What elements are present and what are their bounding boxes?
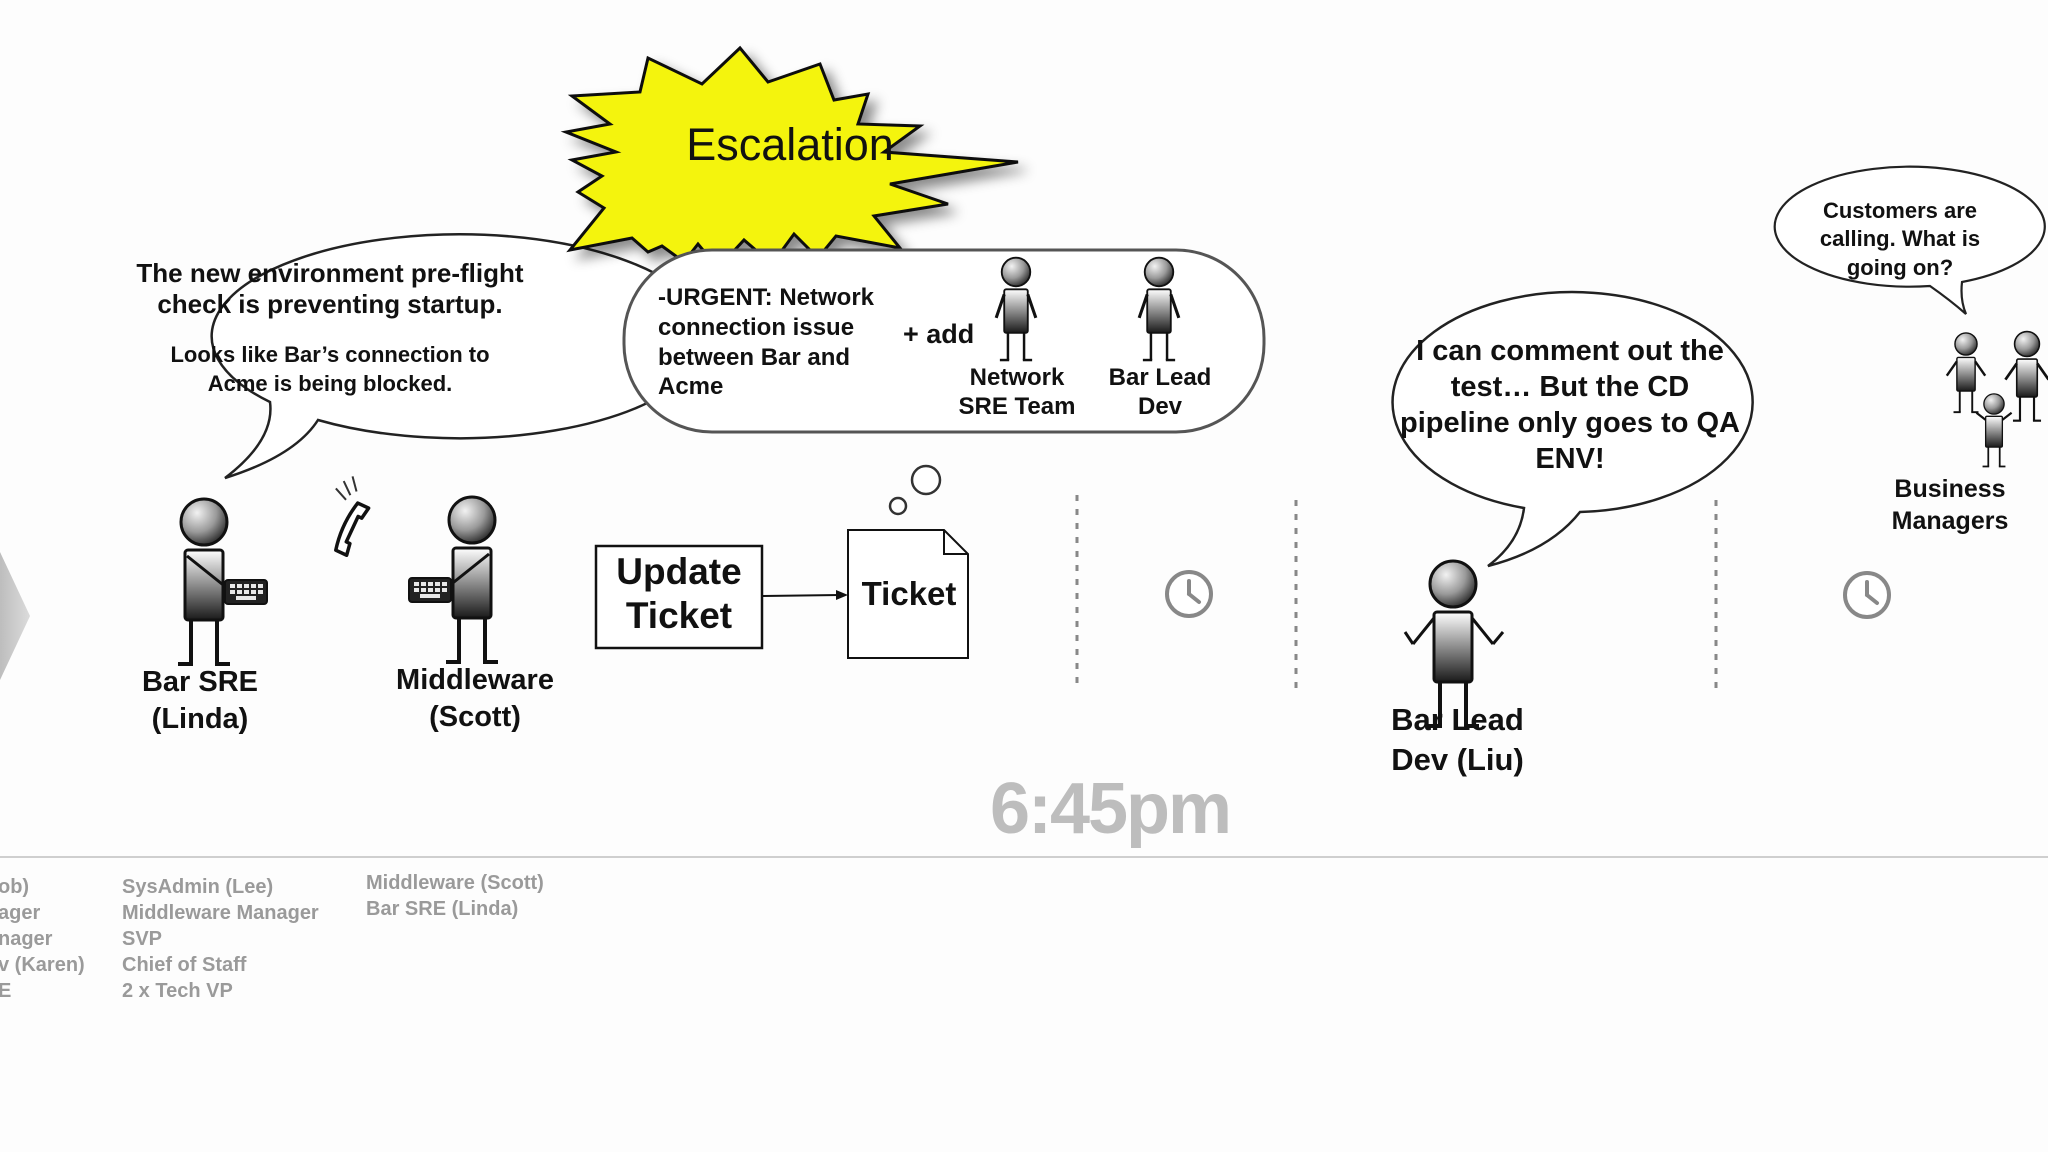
- network-sre-figure: [994, 256, 1038, 362]
- clock-icon: [1165, 570, 1213, 618]
- add-label: + add: [903, 319, 975, 349]
- left-arrow-icon: [0, 552, 30, 680]
- speech-bubble-customers: [1773, 165, 2046, 315]
- arrow-head: [836, 590, 848, 600]
- thought-bubble-icon: [888, 464, 942, 516]
- ticket-label: Ticket: [861, 575, 957, 612]
- escalation-label: Escalation: [686, 119, 894, 170]
- linda-bubble-detail: Looks like Bar’s connection to Acme is b…: [170, 342, 490, 397]
- linda-label: Bar SRE (Linda): [141, 666, 259, 736]
- roster-column-1: ob) ager nager v (Karen) E: [0, 874, 85, 1004]
- roster-item: E: [0, 980, 12, 1002]
- roster-item: nager: [0, 928, 53, 950]
- speech-bubble-liu: [1391, 290, 1754, 568]
- roster-item: SysAdmin (Lee): [122, 876, 274, 898]
- ticket-fold: [943, 530, 968, 555]
- roster-item: ager: [0, 902, 41, 924]
- roster-item: Chief of Staff: [122, 954, 247, 976]
- roster-column-2: SysAdmin (Lee) Middleware Manager SVP Ch…: [122, 874, 319, 1004]
- arrow-icon: [762, 594, 841, 597]
- business-managers-figures: [1945, 330, 2048, 468]
- business-managers-label: Business Managers: [1891, 475, 2009, 535]
- liu-figure: [1403, 559, 1505, 728]
- scott-figure: [408, 495, 500, 664]
- roster-item: Bar SRE (Linda): [366, 898, 519, 920]
- urgent-message-box: [622, 248, 1266, 434]
- linda-bubble-main: The new environment pre-flight check is …: [136, 258, 524, 320]
- roster-item: SVP: [122, 928, 163, 950]
- roster-item: ob): [0, 876, 30, 898]
- phone-icon: [334, 476, 371, 558]
- roster-item: Middleware (Scott): [366, 872, 544, 894]
- bar-lead-dev-label-small: Bar Lead Dev: [1108, 364, 1212, 420]
- roster-item: 2 x Tech VP: [122, 980, 233, 1002]
- network-sre-label: Network SRE Team: [958, 364, 1076, 420]
- time-label: 6:45pm: [989, 769, 1232, 849]
- scott-label: Middleware (Scott): [396, 664, 554, 734]
- roster-column-3: Middleware (Scott) Bar SRE (Linda): [366, 870, 544, 922]
- liu-label: Bar Lead Dev (Liu): [1391, 702, 1524, 778]
- update-ticket-label: Update Ticket: [616, 551, 742, 637]
- customers-bubble-text: Customers are calling. What is going on?: [1819, 198, 1981, 280]
- update-ticket-box: [594, 544, 764, 650]
- liu-bubble-text: I can comment out the test… But the CD p…: [1400, 335, 1740, 475]
- linda-figure: [176, 497, 268, 666]
- roster-item: Middleware Manager: [122, 902, 319, 924]
- clock-icon: [1843, 571, 1891, 619]
- urgent-message-text: -URGENT: Network connection issue betwee…: [658, 284, 875, 401]
- roster-item: v (Karen): [0, 954, 85, 976]
- ticket-document: [847, 529, 969, 659]
- bar-lead-dev-figure-small: [1137, 256, 1181, 362]
